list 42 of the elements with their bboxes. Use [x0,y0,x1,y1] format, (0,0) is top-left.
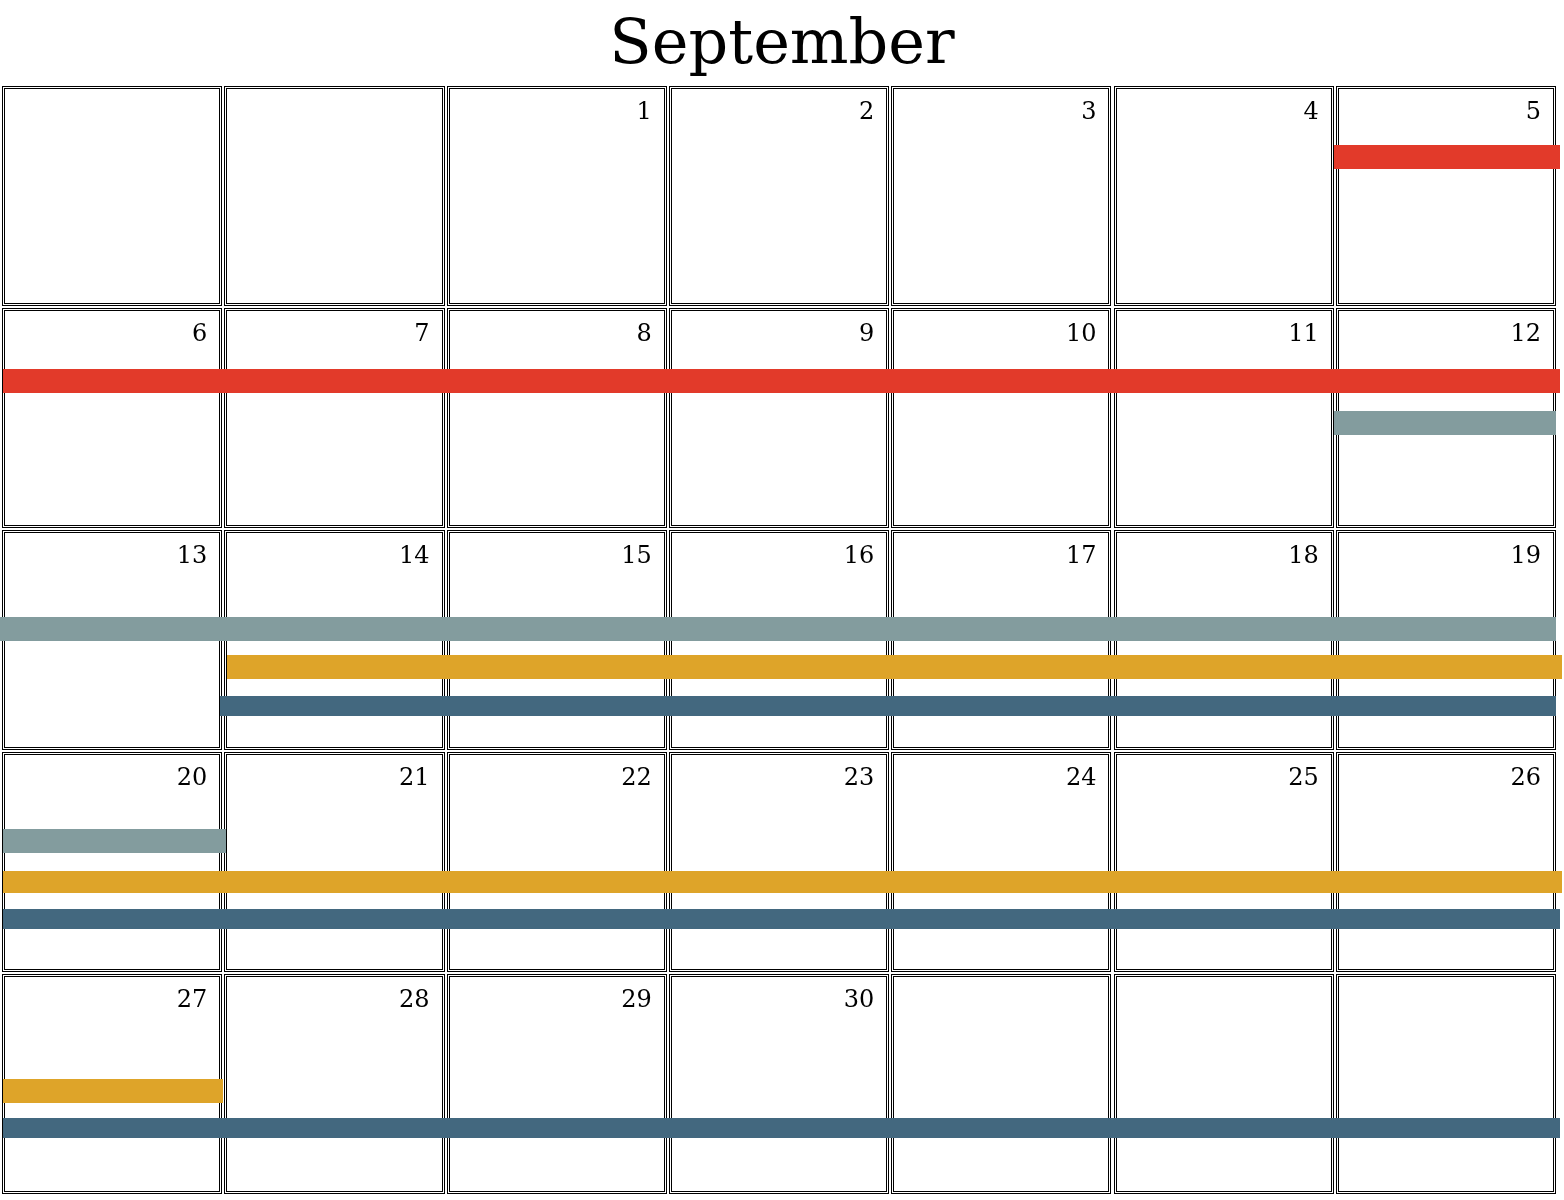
event-bar [1334,411,1556,435]
day-number: 11 [1288,319,1319,347]
day-number: 28 [399,985,430,1013]
day-number: 5 [1525,97,1542,125]
event-bar [3,369,1560,393]
day-number: 24 [1065,763,1097,791]
day-number: 12 [1510,319,1542,347]
day-number: 21 [399,763,430,791]
day-number: 25 [1288,763,1319,791]
event-bar [1334,145,1560,169]
month-title: September [608,4,956,80]
day-number: 27 [176,985,208,1013]
event-bar [227,655,1562,679]
day-number: 22 [621,763,652,791]
day-number: 1 [636,97,652,125]
day-number: 4 [1303,97,1319,125]
event-bar [3,1118,1560,1138]
day-number: 18 [1288,541,1319,569]
day-number: 23 [843,763,875,791]
event-bar [3,829,226,853]
day-number: 30 [843,985,875,1013]
event-bar [3,1079,223,1103]
event-bar [3,909,1560,929]
event-bar [3,871,1562,893]
day-number: 16 [843,541,875,569]
event-bar [220,696,1556,716]
day-number: 6 [192,319,208,347]
day-number: 13 [176,541,208,569]
day-number: 20 [176,763,208,791]
day-number: 10 [1065,319,1097,347]
event-bar [0,617,1556,641]
day-number: 29 [621,985,652,1013]
day-number: 19 [1510,541,1542,569]
day-number: 15 [621,541,652,569]
day-number: 14 [399,541,430,569]
day-number: 26 [1510,763,1542,791]
day-number: 17 [1065,541,1097,569]
day-number: 2 [858,97,875,125]
day-number: 3 [1081,97,1097,125]
day-number: 8 [636,319,652,347]
day-number: 7 [414,319,430,347]
day-number: 9 [858,319,875,347]
